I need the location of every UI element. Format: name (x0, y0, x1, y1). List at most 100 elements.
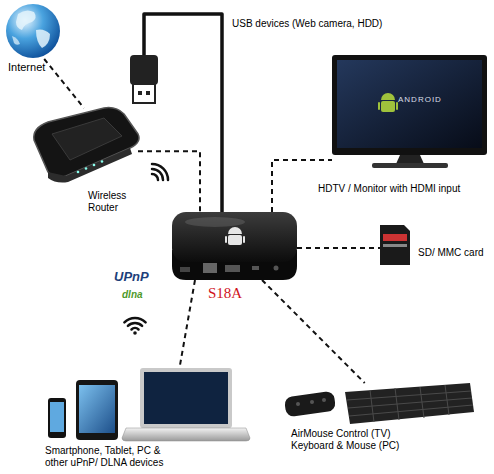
tv-monitor (381, 101, 395, 112)
wifi-symbol (133, 331, 137, 335)
globe-icon (36, 30, 50, 49)
wifi-symbol (152, 164, 168, 180)
dashed-connector (138, 151, 200, 212)
android-box (228, 235, 242, 245)
tv-monitor (396, 102, 398, 110)
wifi-symbol (132, 328, 139, 329)
node-caption: S18A (208, 284, 268, 302)
keyboard-remote (445, 385, 449, 415)
node-caption: Wireless Router (88, 190, 138, 214)
android-box (274, 266, 279, 271)
router-icon (34, 108, 139, 183)
tv-monitor (337, 60, 482, 148)
usb-plug (138, 91, 142, 95)
router-icon (85, 167, 88, 170)
logo-label: UPnP (114, 270, 149, 284)
dashed-connector (297, 247, 380, 249)
usb-cable (144, 14, 222, 212)
wifi-symbol (152, 164, 168, 180)
keyboard-remote (349, 405, 473, 416)
router-icon (48, 148, 132, 183)
keyboard-remote (310, 400, 314, 404)
android-box (185, 217, 245, 227)
keyboard-remote (322, 398, 326, 402)
client-devices (48, 398, 66, 438)
globe-icon (16, 10, 36, 30)
android-box (203, 263, 217, 273)
client-devices (140, 368, 232, 428)
usb-plug (130, 55, 158, 103)
device-node: ANDROIDHDTV / Monitor with HDMI input (332, 55, 487, 167)
dashed-connector (262, 280, 365, 383)
android-box (228, 227, 242, 234)
wifi-symbol (124, 318, 145, 335)
client-devices (144, 372, 228, 424)
android-box (225, 265, 240, 272)
tv-monitor (381, 93, 395, 100)
usb-plug (130, 55, 158, 85)
globe-icon (6, 4, 60, 58)
tv-monitor (332, 55, 487, 155)
node-caption: Smartphone, Tablet, PC & other uPnP/ DLN… (45, 445, 177, 469)
device-node: Wireless Router (30, 108, 138, 180)
sd-card (380, 225, 410, 265)
android-box (172, 212, 297, 262)
node-caption: USB devices (Web camera, HDD) (232, 18, 407, 30)
node-caption: SD/ MMC card (418, 247, 494, 259)
sd-card (383, 234, 407, 241)
keyboard-remote (395, 388, 399, 420)
keyboard-remote (347, 385, 473, 422)
node-caption: HDTV / Monitor with HDMI input (318, 183, 493, 195)
keyboard-remote (345, 383, 474, 424)
sd-card (380, 225, 410, 265)
client-devices (76, 380, 118, 440)
tv-monitor (372, 163, 448, 168)
globe-icon (12, 36, 20, 45)
tv-monitor (332, 55, 487, 168)
client-devices (122, 428, 250, 441)
node-caption: ANDROID (398, 95, 468, 105)
client-devices (48, 368, 250, 441)
node-caption: AirMouse Control (TV) Keyboard & Mouse (… (291, 428, 409, 452)
android-box (225, 236, 227, 243)
tv-monitor (378, 102, 380, 110)
router-icon (52, 118, 122, 160)
router-icon (34, 108, 139, 178)
logo-label: dlna (122, 289, 143, 300)
keyboard-remote (284, 383, 474, 424)
wifi-symbol (124, 318, 145, 322)
usb-plug (133, 84, 155, 103)
wifi-symbol (152, 174, 158, 180)
usb-plug (146, 91, 150, 95)
router-icon (93, 164, 96, 167)
android-box (252, 266, 259, 270)
dashed-connector (44, 59, 84, 108)
globe-icon (6, 4, 60, 58)
tv-monitor (396, 155, 424, 164)
node-caption: Internet (8, 61, 68, 74)
wifi-symbol (128, 323, 142, 326)
android-box (180, 267, 190, 272)
keyboard-remote (284, 391, 336, 418)
device-node: Smartphone, Tablet, PC & other uPnP/ DLN… (45, 368, 240, 442)
keyboard-remote (370, 390, 374, 422)
android-box (243, 236, 245, 243)
device-node: AirMouse Control (TV) Keyboard & Mouse (… (283, 383, 473, 423)
client-devices (79, 385, 115, 433)
wifi-symbol (152, 169, 163, 180)
router-icon (101, 160, 104, 163)
keyboard-remote (296, 402, 300, 406)
keyboard-remote (347, 391, 471, 400)
router-icon (77, 171, 80, 174)
dashed-connector (180, 280, 196, 368)
device-node: USB devices (Web camera, HDD) (128, 55, 160, 103)
device-node: Internet (5, 3, 61, 59)
device-node: S18A (172, 212, 297, 280)
keyboard-remote (420, 387, 424, 418)
client-devices (50, 402, 64, 432)
device-node: SD/ MMC card (380, 225, 410, 265)
sd-card (383, 244, 407, 247)
